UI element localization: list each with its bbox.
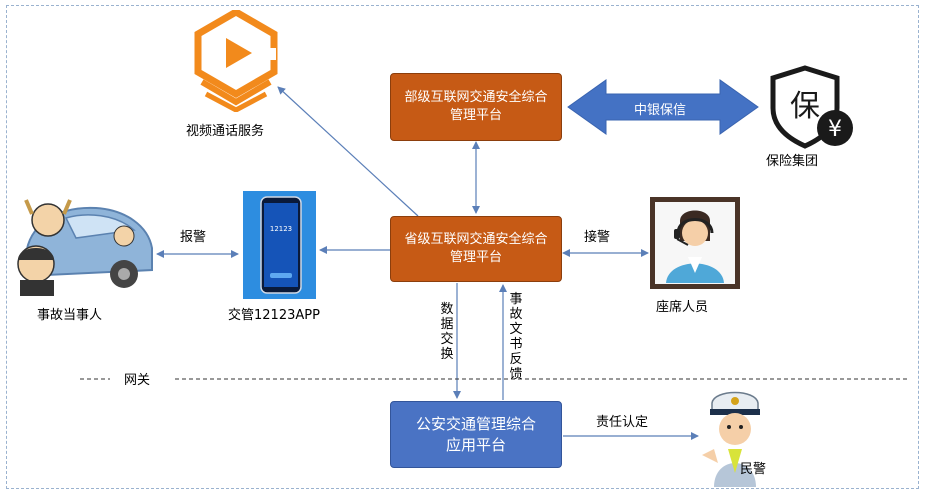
police-officer-icon [700, 383, 770, 489]
app-screen-text: 12123 [270, 225, 292, 233]
edge-provincial-video [277, 86, 419, 217]
video-service-icon [194, 7, 278, 113]
yen-char: ¥ [828, 117, 842, 142]
ministry-platform-label: 部级互联网交通安全综合管理平台 [404, 90, 548, 123]
accident-car-icon [6, 186, 156, 298]
ministry-platform-box: 部级互联网交通安全综合管理平台 [390, 73, 562, 141]
data-exchange-label: 数据交换 [440, 302, 454, 362]
police-platform-label: 公安交通管理综合应用平台 [415, 415, 536, 454]
app-label: 交管12123APP [228, 308, 320, 323]
operator-icon [650, 197, 740, 289]
diagram-frame [6, 5, 919, 489]
provincial-platform-label: 省级互联网交通安全综合管理平台 [404, 232, 548, 265]
police-officer-label: 民警 [740, 462, 767, 477]
insurance-char: 保 [790, 89, 820, 124]
receive-alarm-label: 接警 [584, 230, 611, 245]
provincial-platform-box: 省级互联网交通安全综合管理平台 [390, 216, 562, 282]
operator-label: 座席人员 [656, 300, 709, 315]
insurance-double-arrow [567, 79, 759, 135]
video-service-label: 视频通话服务 [186, 124, 265, 139]
police-platform-box: 公安交通管理综合应用平台 [390, 401, 562, 468]
insurance-link-label: 中银保信 [634, 103, 687, 118]
accident-party-label: 事故当事人 [37, 308, 103, 323]
insurance-shield-icon: 保 ¥ [765, 64, 857, 150]
insurance-group-label: 保险集团 [766, 154, 819, 169]
gateway-label: 网关 [124, 373, 151, 388]
app-phone-icon: 12123 [243, 191, 316, 299]
document-feedback-label: 事故文书反馈 [509, 292, 523, 382]
responsibility-label: 责任认定 [596, 415, 649, 430]
report-alarm-label: 报警 [180, 230, 207, 245]
